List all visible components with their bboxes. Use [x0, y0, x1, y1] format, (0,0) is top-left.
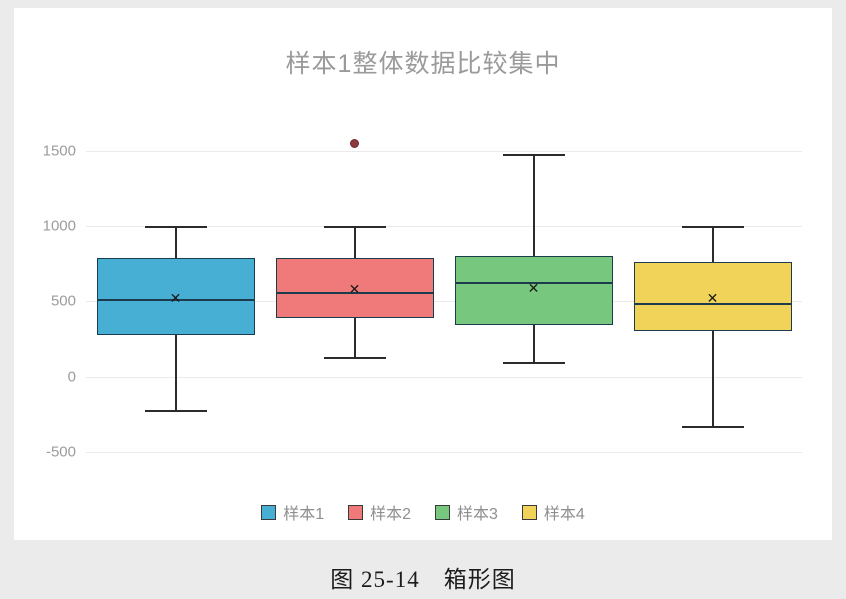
- gridline: [86, 225, 802, 227]
- lower-whisker: [711, 331, 714, 426]
- lower-whisker-cap: [323, 356, 386, 359]
- upper-whisker: [353, 225, 356, 258]
- y-axis-tick-label: 500: [50, 292, 76, 310]
- box-plot-series[interactable]: ✕: [275, 134, 434, 470]
- mean-marker-icon: ✕: [706, 290, 719, 307]
- lower-whisker: [353, 317, 356, 357]
- lower-whisker: [532, 325, 535, 362]
- upper-whisker-cap: [144, 225, 207, 228]
- box-iqr[interactable]: [96, 257, 255, 336]
- upper-whisker: [711, 225, 714, 263]
- median-line: [275, 292, 434, 295]
- legend-label: 样本4: [543, 506, 585, 523]
- chart-title: 样本1整体数据比较集中: [285, 50, 561, 78]
- y-axis-tick-label: 1000: [42, 217, 76, 235]
- legend-item[interactable]: 样本3: [435, 500, 498, 524]
- upper-whisker: [532, 154, 535, 257]
- gridline: [86, 301, 802, 303]
- plot-area: 1500 1000 500 0 -500 ✕ ✕ ✕ ✕: [43, 134, 802, 470]
- upper-whisker: [174, 225, 177, 258]
- upper-whisker-cap: [681, 225, 744, 228]
- mean-marker-icon: ✕: [348, 280, 361, 297]
- lower-whisker: [174, 335, 177, 411]
- upper-whisker-cap: [502, 154, 565, 157]
- box-iqr[interactable]: [275, 257, 434, 318]
- figure-caption: 图 25-14 箱形图: [330, 567, 516, 592]
- y-axis-tick-label: -500: [45, 443, 76, 461]
- box-plot-series[interactable]: ✕: [96, 134, 255, 470]
- median-line: [633, 302, 792, 305]
- legend-swatch-icon: [348, 504, 364, 520]
- legend-swatch-icon: [435, 504, 450, 520]
- gridline: [86, 451, 802, 453]
- lower-whisker-cap: [681, 425, 744, 428]
- legend-item[interactable]: 样本1: [261, 500, 324, 524]
- box-plot-series[interactable]: ✕: [633, 134, 792, 470]
- legend-swatch-icon: [261, 504, 277, 520]
- legend-item[interactable]: 样本2: [348, 500, 411, 524]
- median-line: [96, 298, 255, 301]
- gridline: [86, 150, 802, 152]
- mean-marker-icon: ✕: [527, 279, 540, 296]
- box-iqr[interactable]: [633, 262, 792, 332]
- legend-label: 样本2: [370, 506, 411, 523]
- y-axis-tick-label: 0: [67, 368, 76, 386]
- lower-whisker-cap: [502, 361, 565, 364]
- gridline: [86, 376, 802, 378]
- chart-panel: 样本1整体数据比较集中 1500 1000 500 0 -500 ✕ ✕ ✕ ✕ 样本1 样本2…: [14, 8, 832, 540]
- y-axis-tick-label: 1500: [42, 142, 76, 160]
- legend-item[interactable]: 样本4: [521, 500, 585, 524]
- median-line: [454, 281, 613, 284]
- mean-marker-icon: ✕: [169, 289, 182, 306]
- legend: 样本1 样本2 样本3 样本4: [14, 500, 832, 524]
- lower-whisker-cap: [144, 410, 207, 413]
- legend-label: 样本1: [283, 506, 325, 523]
- box-iqr[interactable]: [454, 256, 613, 326]
- box-plot-series[interactable]: ✕: [454, 134, 613, 470]
- outlier-point[interactable]: [350, 138, 359, 148]
- legend-swatch-icon: [521, 504, 537, 520]
- legend-label: 样本3: [457, 506, 498, 523]
- upper-whisker-cap: [323, 225, 386, 228]
